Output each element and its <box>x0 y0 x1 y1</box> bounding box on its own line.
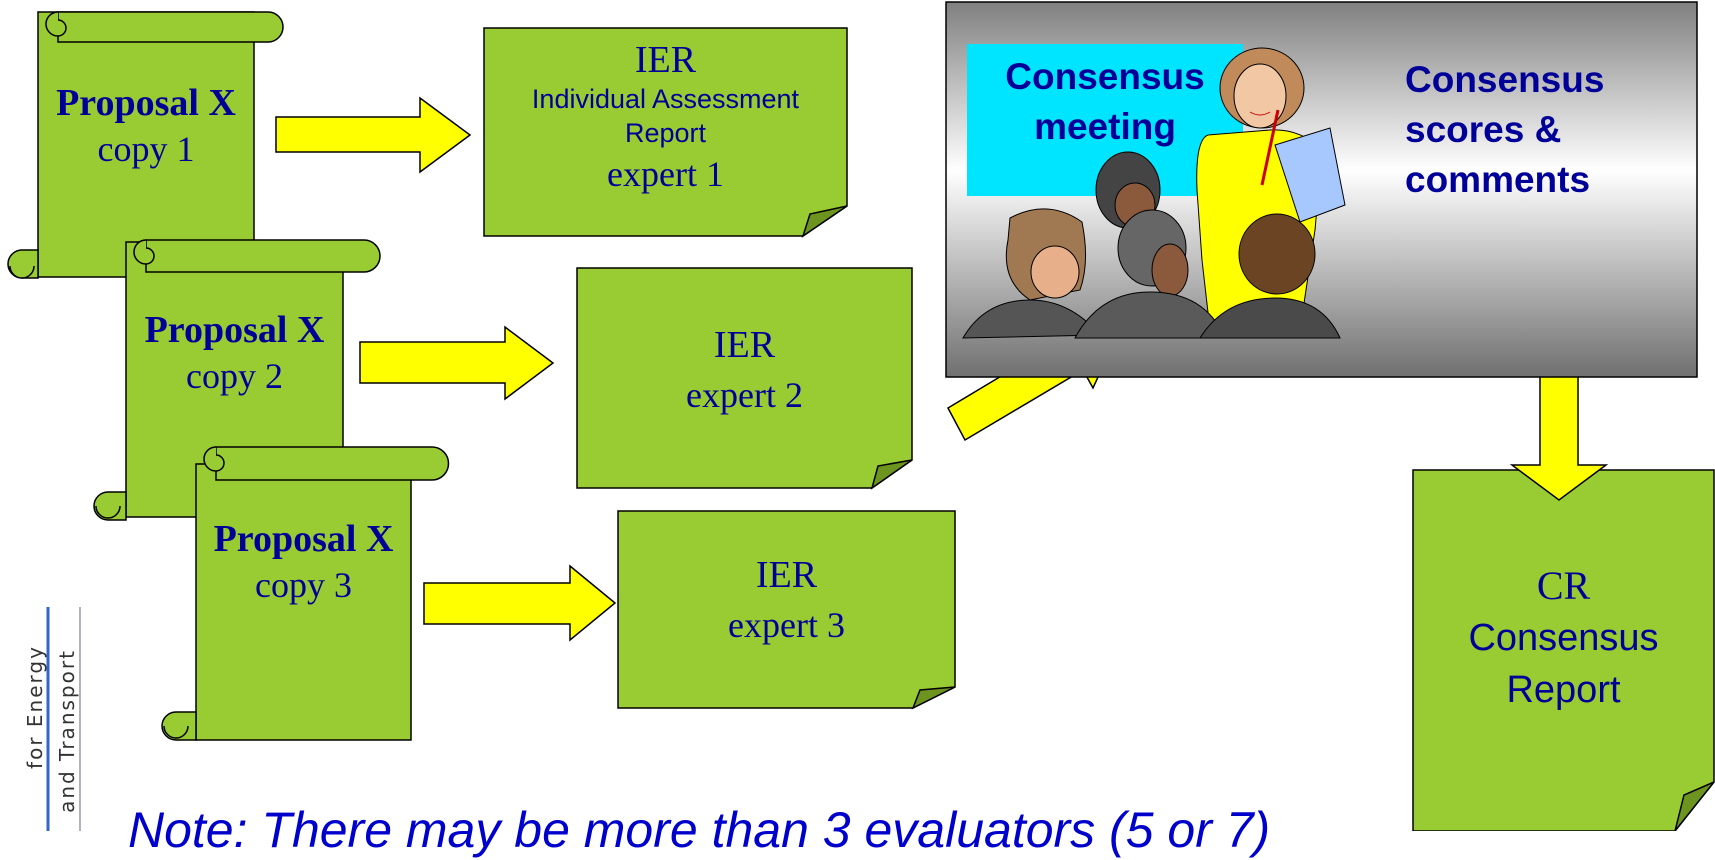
meeting-label-line1: Consensus <box>1005 56 1205 97</box>
proposal-2-title: Proposal X <box>144 309 325 351</box>
ier-2-label: IER expert 2 <box>577 320 912 420</box>
consensus-scores-label: Consensus scores & comments <box>1405 55 1604 205</box>
ier-3-title: IER <box>755 554 818 596</box>
arrow-to-ier-3 <box>423 564 617 642</box>
arrow-to-cr <box>1509 367 1609 501</box>
evaluators-note: Note: There may be more than 3 evaluator… <box>128 802 1271 858</box>
ier-1-subtitle2: Report <box>624 118 707 148</box>
ier-note-2 <box>576 267 913 490</box>
side-text-transport: and Transport <box>55 649 79 813</box>
cr-line3: Report <box>1506 669 1621 711</box>
side-text-energy: for Energy <box>23 645 47 769</box>
proposal-1-label: Proposal X copy 1 <box>38 80 254 172</box>
cr-line2: Consensus <box>1468 617 1659 659</box>
proposal-1-copy: copy 1 <box>97 129 195 169</box>
ier-1-label: IER Individual Assessment Report expert … <box>484 38 847 198</box>
scores-line2: scores & <box>1405 109 1562 150</box>
consensus-meeting-label: Consensus meeting <box>967 52 1243 152</box>
ier-note-3 <box>617 510 956 710</box>
ier-1-subtitle: Individual Assessment <box>531 84 800 114</box>
cr-line1: CR <box>1536 563 1591 608</box>
arrow-to-ier-2 <box>359 325 555 401</box>
proposal-3-title: Proposal X <box>213 518 394 560</box>
proposal-2-copy: copy 2 <box>186 356 283 396</box>
arrow-to-ier-1 <box>275 96 472 174</box>
meeting-people-illustration <box>962 47 1346 339</box>
consensus-report-note <box>1412 469 1715 831</box>
proposal-1-title: Proposal X <box>56 82 236 124</box>
scores-line3: comments <box>1405 159 1591 200</box>
scores-line1: Consensus <box>1405 59 1605 100</box>
proposal-scroll-3 <box>161 446 450 741</box>
proposal-3-label: Proposal X copy 3 <box>196 516 411 608</box>
proposal-scroll-1 <box>7 11 284 279</box>
proposal-3-copy: copy 3 <box>255 565 352 605</box>
meeting-label-line2: meeting <box>1034 106 1176 147</box>
diagram-canvas <box>7 1 1715 831</box>
ier-note-1 <box>483 27 848 238</box>
ier-3-label: IER expert 3 <box>618 550 955 650</box>
ier-3-expert: expert 3 <box>728 605 845 645</box>
proposal-2-label: Proposal X copy 2 <box>126 307 343 399</box>
ier-2-title: IER <box>713 324 776 366</box>
ier-1-expert: expert 1 <box>607 154 724 194</box>
ier-1-title: IER <box>634 39 697 81</box>
consensus-report-label: CR Consensus Report <box>1413 560 1714 716</box>
ier-2-expert: expert 2 <box>686 375 803 415</box>
